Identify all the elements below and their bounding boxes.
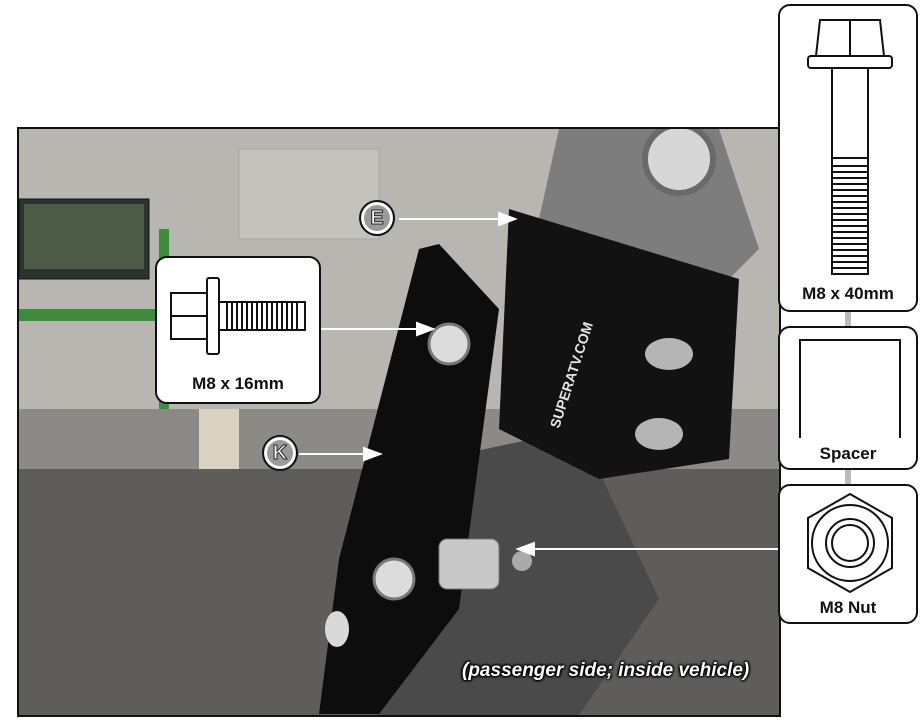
green-shelf — [19, 309, 169, 321]
clamp-bolt-upper — [645, 338, 693, 370]
arrow-e-head — [498, 211, 518, 227]
photo-illustration: SUPERATV.COM — [19, 129, 779, 715]
bracket-bolt-upper — [427, 322, 471, 366]
installation-photo: SUPERATV.COM — [17, 127, 781, 717]
callout-label-bolt-40mm: M8 x 40mm — [802, 284, 894, 303]
callout-label-bolt-16mm: M8 x 16mm — [192, 374, 284, 393]
photo-caption: (passenger side; inside vehicle) — [462, 660, 750, 681]
callout-bolt-16mm: M8 x 16mm — [155, 256, 321, 404]
callout-connector — [845, 312, 851, 326]
bracket-hole — [325, 611, 349, 647]
hex-nut-icon — [807, 492, 893, 594]
bracket-bolt-lower — [372, 557, 416, 601]
nut-installed — [512, 551, 532, 571]
callout-label-nut: M8 Nut — [819, 598, 877, 617]
monitor-screen — [24, 204, 144, 269]
callout-badge-e: E — [359, 200, 395, 236]
spacer-icon — [799, 339, 901, 441]
callout-nut: M8 Nut — [778, 484, 918, 624]
callout-label-spacer: Spacer — [819, 444, 877, 463]
hex-bolt-short-icon — [170, 277, 306, 355]
shock-mount-bolt — [642, 129, 716, 196]
callout-badge-k: K — [262, 435, 298, 471]
hex-bolt-long-icon — [807, 19, 893, 275]
arrow-bolt16-head — [416, 321, 436, 337]
clamp-bolt-lower — [635, 418, 683, 450]
arrow-nut-head — [515, 541, 535, 557]
callout-spacer: Spacer — [778, 326, 918, 470]
wood-block — [199, 409, 239, 469]
wall-panel — [238, 148, 380, 240]
clamp — [499, 209, 739, 479]
arrow-k-head — [363, 446, 383, 462]
spacer-installed — [438, 538, 500, 590]
callout-connector — [845, 470, 851, 484]
callout-bolt-40mm: M8 x 40mm — [778, 4, 918, 312]
